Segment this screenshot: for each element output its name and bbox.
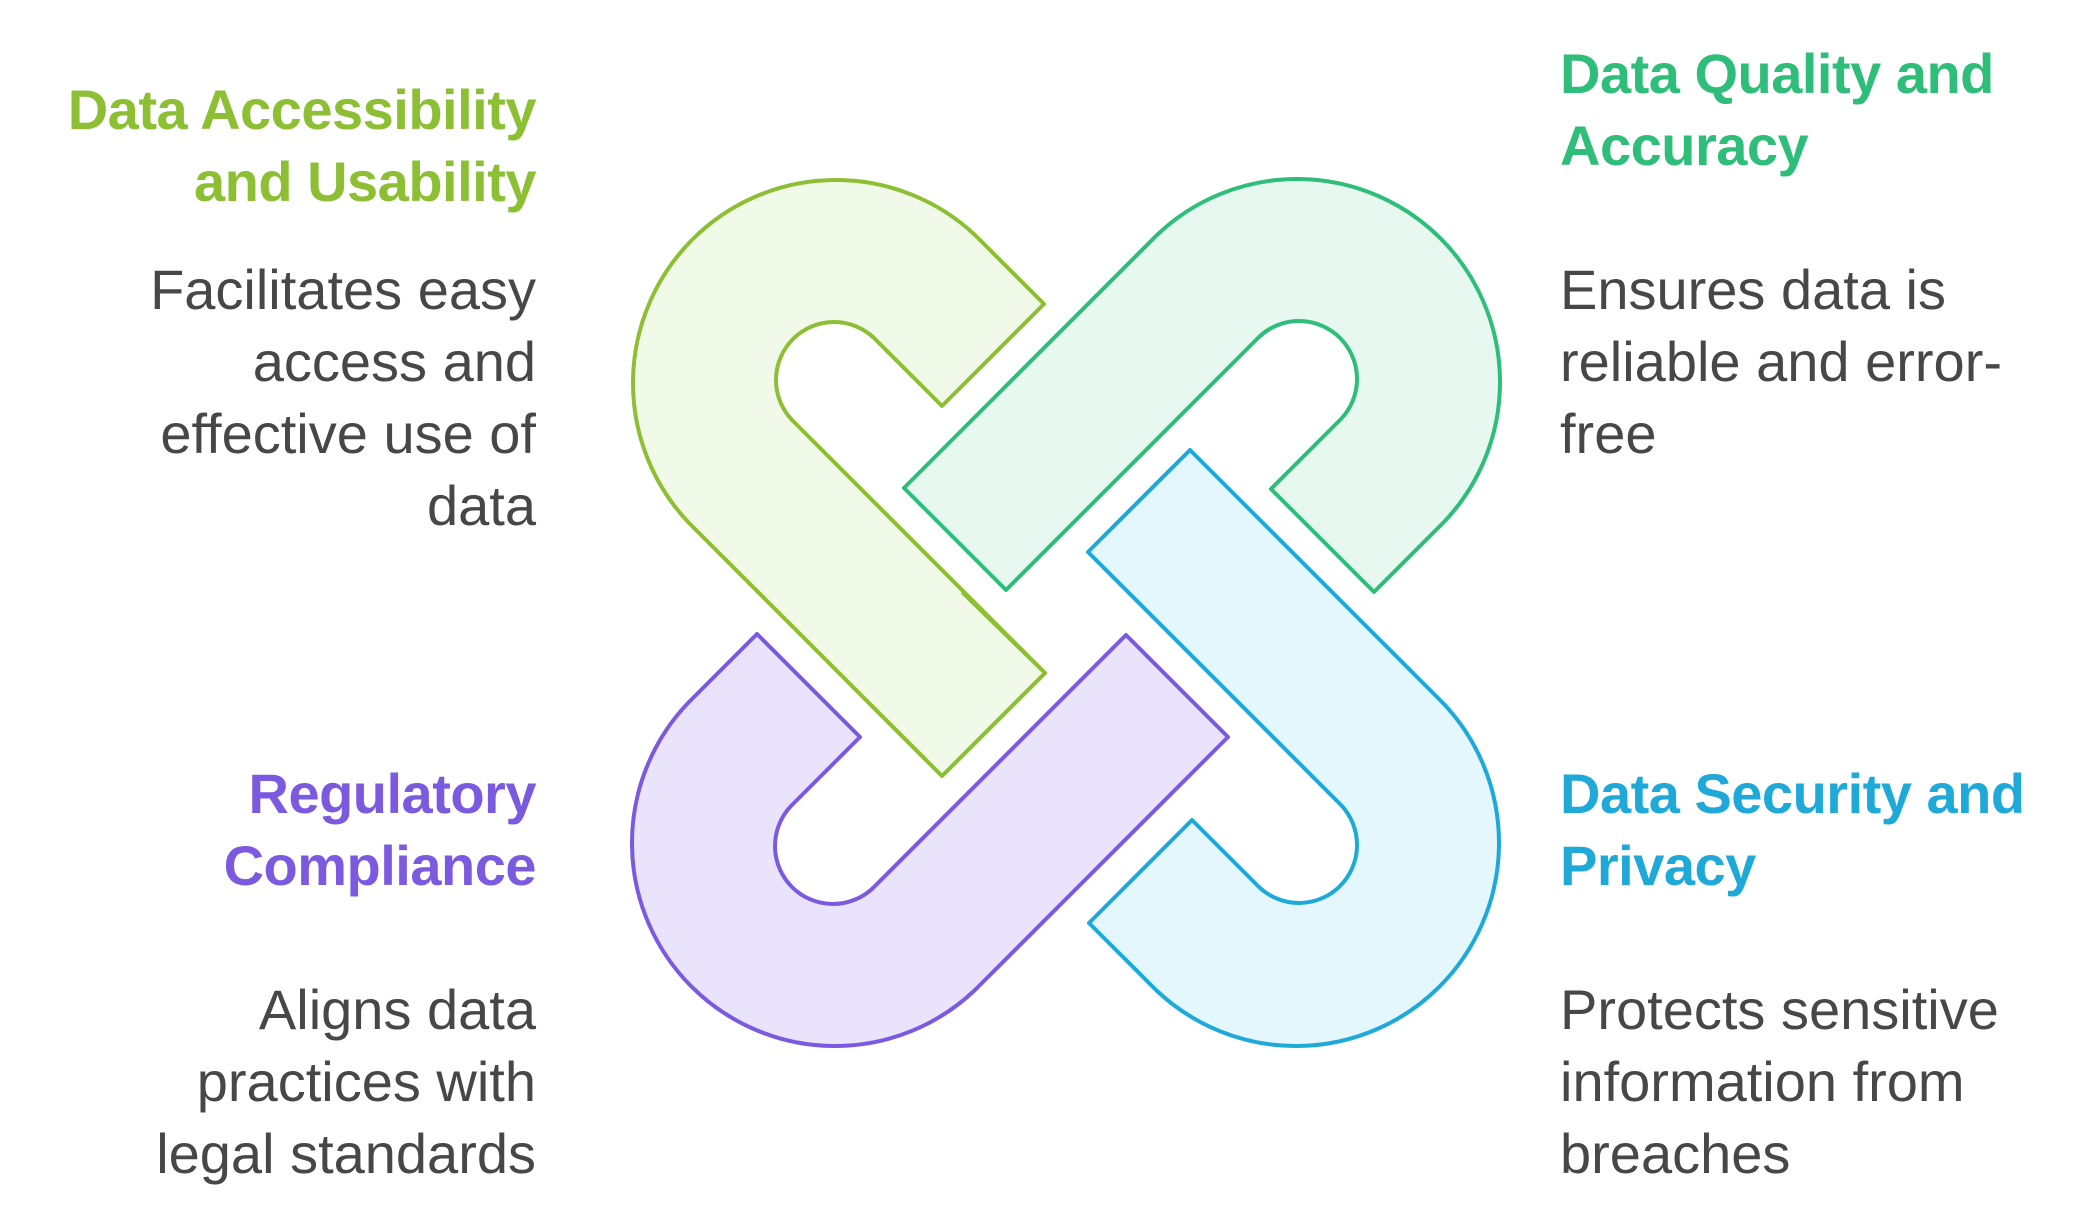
link-quality-shape (902, 177, 1502, 594)
accessibility-title: Data Accessibility and Usability (67, 78, 537, 213)
quality-title: Data Quality and Accuracy (1560, 42, 1994, 177)
link-accessibility-overlap-edge (858, 590, 1047, 778)
accessibility-description: Facilitates easy access and effective us… (150, 258, 536, 537)
security-description: Protects sensitive information from brea… (1560, 978, 1999, 1185)
link-compliance-shape (630, 632, 1230, 1048)
compliance-title: Regulatory Compliance (223, 762, 537, 897)
link-security-shape (1086, 448, 1501, 1048)
compliance-description: Aligns data practices with legal standar… (156, 978, 536, 1185)
security-title: Data Security and Privacy (1560, 762, 2025, 897)
quality-description: Ensures data is reliable and error- free (1560, 258, 2002, 465)
link-accessibility-overlap (860, 592, 1045, 776)
